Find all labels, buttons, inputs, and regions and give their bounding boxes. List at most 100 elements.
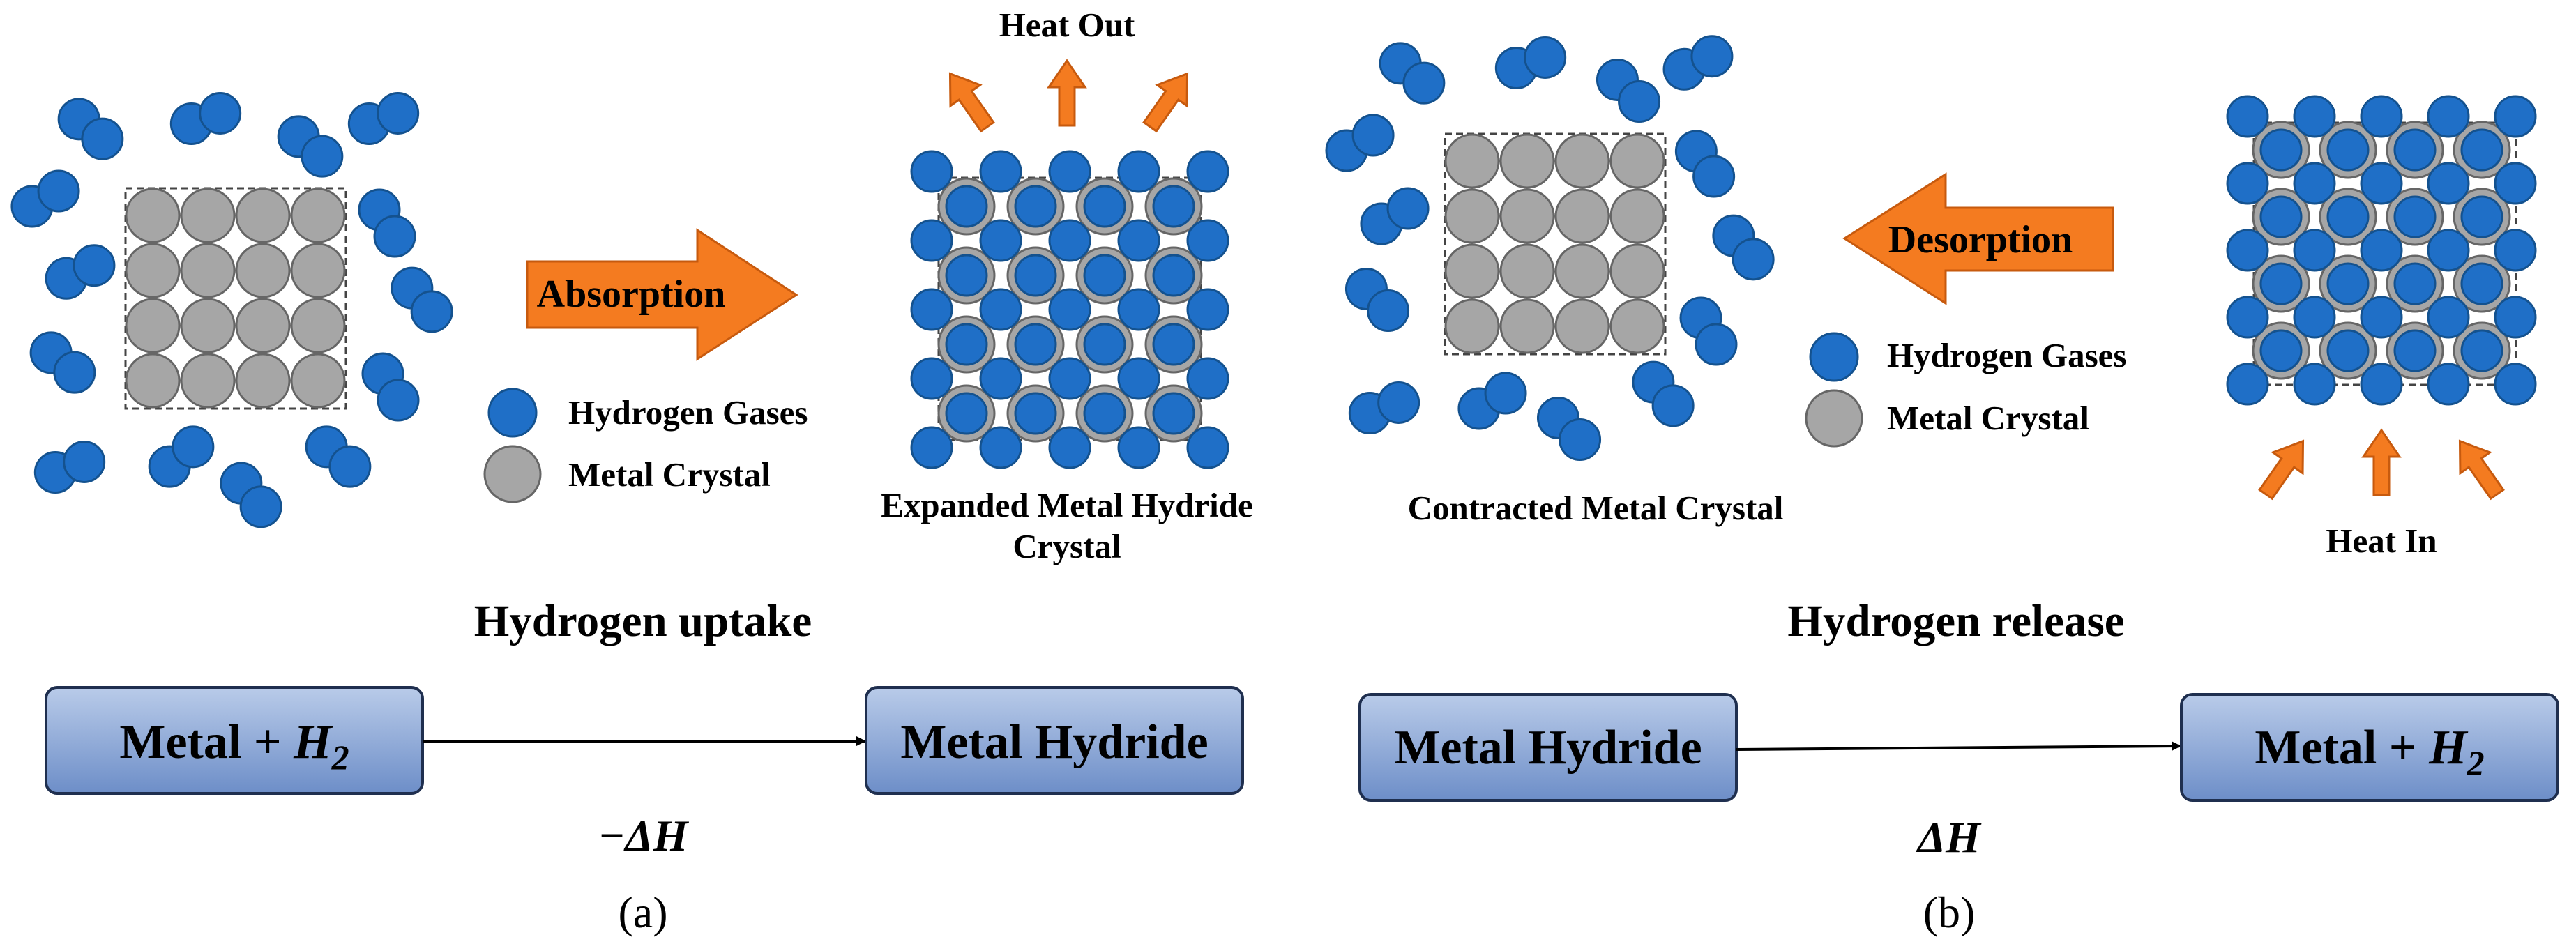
metal-crystal-frame-b [1444, 132, 1667, 356]
metal-atom-icon [125, 188, 181, 243]
metal-atom-icon [290, 353, 346, 409]
legend-b: Hydrogen Gases Metal Crystal [1805, 332, 2126, 448]
hydrogen-molecule-icon [1536, 396, 1602, 462]
hydrogen-atom-icon [945, 254, 988, 297]
hydrogen-atom-icon [1117, 426, 1160, 469]
hydrogen-release-heading: Hydrogen release [1787, 596, 2124, 646]
hydrogen-molecule-icon [1348, 381, 1420, 435]
metal-atom-icon [1609, 243, 1665, 299]
metal-atom-icon [180, 243, 236, 298]
hydrogen-atom-icon [1014, 323, 1057, 366]
metal-atom-icon [290, 243, 346, 298]
hydrogen-atom-icon [2393, 128, 2437, 172]
hydrogen-atom-icon [1152, 185, 1195, 228]
contracted-crystal-caption: Contracted Metal Crystal [1408, 489, 1784, 527]
metal-atom-icon [1609, 298, 1665, 354]
hydrogen-atom-icon [2293, 95, 2336, 138]
hydrogen-atom-icon [910, 357, 953, 400]
metal-hydride-box-b [1358, 693, 1738, 802]
hydrogen-atom-icon [2427, 363, 2470, 406]
metal-atom-icon [1444, 133, 1500, 189]
hydrogen-atom-icon [2494, 162, 2537, 205]
metal-legend-icon [1805, 389, 1863, 448]
panel-label-a: (a) [618, 888, 667, 937]
hydrogen-atom-icon [2326, 128, 2370, 172]
hydrogen-atom-icon [63, 440, 106, 483]
hydrogen-atom-icon [377, 379, 420, 422]
hydrogen-atom-icon [2460, 195, 2503, 238]
metal-atom-icon [1499, 298, 1555, 354]
hydrogen-atom-icon [1524, 36, 1567, 79]
hydrogen-atom-icon [301, 135, 344, 178]
hydrogen-atom-icon [81, 117, 124, 160]
hydrogen-atom-icon [2293, 296, 2336, 339]
metal-atom-icon [1554, 298, 1610, 354]
hydrogen-atom-icon [377, 91, 420, 135]
hydrogen-atom-icon [2494, 229, 2537, 272]
hydrogen-atom-icon [2259, 128, 2303, 172]
hydrogen-atom-icon [1402, 61, 1446, 105]
hydrogen-molecule-icon [1679, 296, 1738, 366]
heat-arrow-icon [2258, 439, 2305, 501]
hydrogen-atom-icon [2226, 162, 2269, 205]
hydrogen-atom-icon [945, 392, 988, 435]
hydrogen-atom-icon [1186, 219, 1229, 262]
hydrogen-molecule-icon [1457, 372, 1527, 430]
metal-atom-icon [125, 353, 181, 409]
hydrogen-atom-icon [2360, 95, 2403, 138]
metal-atom-icon [1444, 188, 1500, 244]
metal-atom-icon [1609, 133, 1665, 189]
hydrogen-atom-icon [2393, 329, 2437, 372]
legend-metal-label-b: Metal Crystal [1887, 399, 2089, 437]
hydrogen-atom-icon [1152, 254, 1195, 297]
hydrogen-molecule-icon [57, 98, 124, 160]
hydrogen-atom-icon [2460, 329, 2503, 372]
hydrogen-atom-icon [2427, 95, 2470, 138]
reaction-a: Metal + H2 Metal Hydride −ΔH [45, 686, 1244, 860]
metal-atom-icon [125, 298, 181, 353]
hydrogen-molecule-icon [1379, 42, 1446, 105]
hydrogen-atom-icon [1014, 392, 1057, 435]
hydrogen-atom-icon [2293, 229, 2336, 272]
hydrogen-atom-icon [1048, 219, 1091, 262]
metal-h2-label-b: Metal + H2 [2255, 721, 2484, 782]
hydrogen-atom-icon [2360, 229, 2403, 272]
metal-atom-icon [1444, 298, 1500, 354]
hydrogen-atom-icon [1351, 114, 1395, 157]
hydrogen-molecule-icon [29, 331, 96, 394]
heat-out-arrows [948, 59, 1189, 133]
metal-atom-icon [290, 298, 346, 353]
hydrogen-atom-icon [2259, 262, 2303, 305]
hydrogen-atom-icon [979, 288, 1022, 331]
hydrogen-molecule-icon [1712, 214, 1775, 281]
hydrogen-atom-icon [199, 91, 242, 135]
hydrogen-atom-icon [37, 169, 80, 213]
reaction-b: Metal Hydride Metal + H2 ΔH [1358, 693, 2559, 862]
hydrogen-atom-icon [1117, 288, 1160, 331]
hydrogen-atom-icon [1559, 418, 1602, 462]
hydrogen-atom-icon [910, 219, 953, 262]
hydrogen-atom-icon [2360, 162, 2403, 205]
hydrogen-molecule-icon [1674, 130, 1736, 198]
hydrogen-atom-icon [2326, 195, 2370, 238]
hydrogen-atom-icon [979, 219, 1022, 262]
metal-hydride-lattice-b [2226, 95, 2537, 406]
metal-atom-icon [180, 298, 236, 353]
metal-atom-icon [1499, 188, 1555, 244]
hydrogen-molecule-icon [1325, 114, 1395, 172]
hydrogen-atom-icon [1048, 288, 1091, 331]
hydrogen-atom-icon [1377, 381, 1420, 424]
metal-crystal-frame-a [124, 187, 347, 410]
hydrogen-atom-icon [1083, 323, 1126, 366]
hydrogen-molecule-icon [33, 440, 106, 494]
hydrogen-molecule-icon [169, 91, 242, 146]
hydrogen-legend-icon [1809, 332, 1859, 382]
hydrogen-atom-icon [1692, 155, 1736, 198]
hydrogen-atom-icon [2360, 296, 2403, 339]
hydrogen-molecule-icon [277, 115, 344, 178]
hydrogen-atom-icon [2360, 363, 2403, 406]
hydrogen-atom-icon [1048, 150, 1091, 193]
legend-metal-label: Metal Crystal [568, 455, 771, 494]
hydrogen-atom-icon [73, 244, 116, 287]
hydrogen-atom-icon [945, 185, 988, 228]
